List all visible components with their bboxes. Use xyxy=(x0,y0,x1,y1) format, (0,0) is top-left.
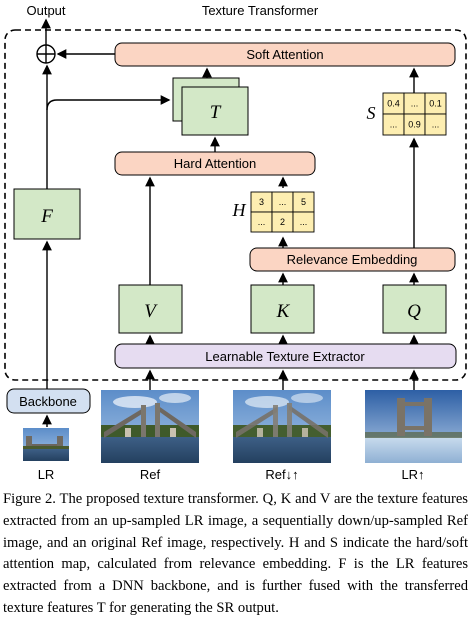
ref-image xyxy=(101,390,199,463)
hard-attention-map: 3... 5... 2... xyxy=(250,191,315,233)
hardMap-cell-value: ... xyxy=(300,217,308,227)
softMap-cell-value: ... xyxy=(390,120,398,130)
lr-up-image-label: LR↑ xyxy=(401,467,424,482)
f-feature-label: F xyxy=(40,206,53,227)
q-feature-box xyxy=(382,284,447,334)
hardMap-cell-value: 3 xyxy=(259,197,264,207)
k-feature-box xyxy=(250,284,315,334)
hard-attention-label: Hard Attention xyxy=(174,156,256,171)
ref-down-up-image-label: Ref↓↑ xyxy=(265,467,298,482)
transformer-boundary xyxy=(4,29,467,381)
k-feature-label: K xyxy=(276,301,291,322)
texture-transformer-title: Texture Transformer xyxy=(202,3,319,18)
texture-transformer-diagram: Output Texture Transformer Soft Attentio… xyxy=(4,3,467,482)
softMap-cell xyxy=(424,113,447,136)
ref-image-label: Ref xyxy=(140,467,161,482)
texture-extractor-label: Learnable Texture Extractor xyxy=(205,349,365,364)
softMap-cell-value: ... xyxy=(411,99,419,109)
hardMap-cell-value: 2 xyxy=(280,217,285,227)
arrows xyxy=(41,18,419,427)
hardMap-cell xyxy=(292,211,315,233)
softMap-cell-value: 0.9 xyxy=(408,120,421,130)
softMap-cell-value: 0.1 xyxy=(429,99,442,109)
sum-node xyxy=(36,44,56,64)
lr-up-image xyxy=(365,390,462,463)
relevance-embedding-label: Relevance Embedding xyxy=(287,252,418,267)
backbone-box xyxy=(6,388,91,414)
output-title: Output xyxy=(26,3,65,18)
hardMap-cell-value: 5 xyxy=(301,197,306,207)
v-feature-label: V xyxy=(144,301,158,322)
h-map-label: H xyxy=(232,200,247,220)
f-feature-box xyxy=(13,188,81,240)
figure-caption: Figure 2. The proposed texture transform… xyxy=(3,491,468,616)
softMap-cell-value: 0.4 xyxy=(387,99,400,109)
hardMap-cell-value: ... xyxy=(258,217,266,227)
t-feature-box xyxy=(181,86,249,136)
arrow-f-to-t xyxy=(46,95,171,111)
relevance-embedding-box xyxy=(249,247,456,272)
backbone-label: Backbone xyxy=(19,394,77,409)
soft-attention-label: Soft Attention xyxy=(246,47,323,62)
s-map-label: S xyxy=(367,103,376,123)
lr-image-label: LR xyxy=(38,467,55,482)
q-feature-label: Q xyxy=(407,301,421,322)
hardMap-cell-value: ... xyxy=(279,197,287,207)
soft-attention-map: 0.4... 0.1... 0.9... xyxy=(382,92,447,136)
softMap-cell-value: ... xyxy=(432,120,440,130)
t-feature-label: T xyxy=(210,102,222,123)
lr-image xyxy=(23,428,69,461)
ref-down-up-image xyxy=(233,390,331,463)
